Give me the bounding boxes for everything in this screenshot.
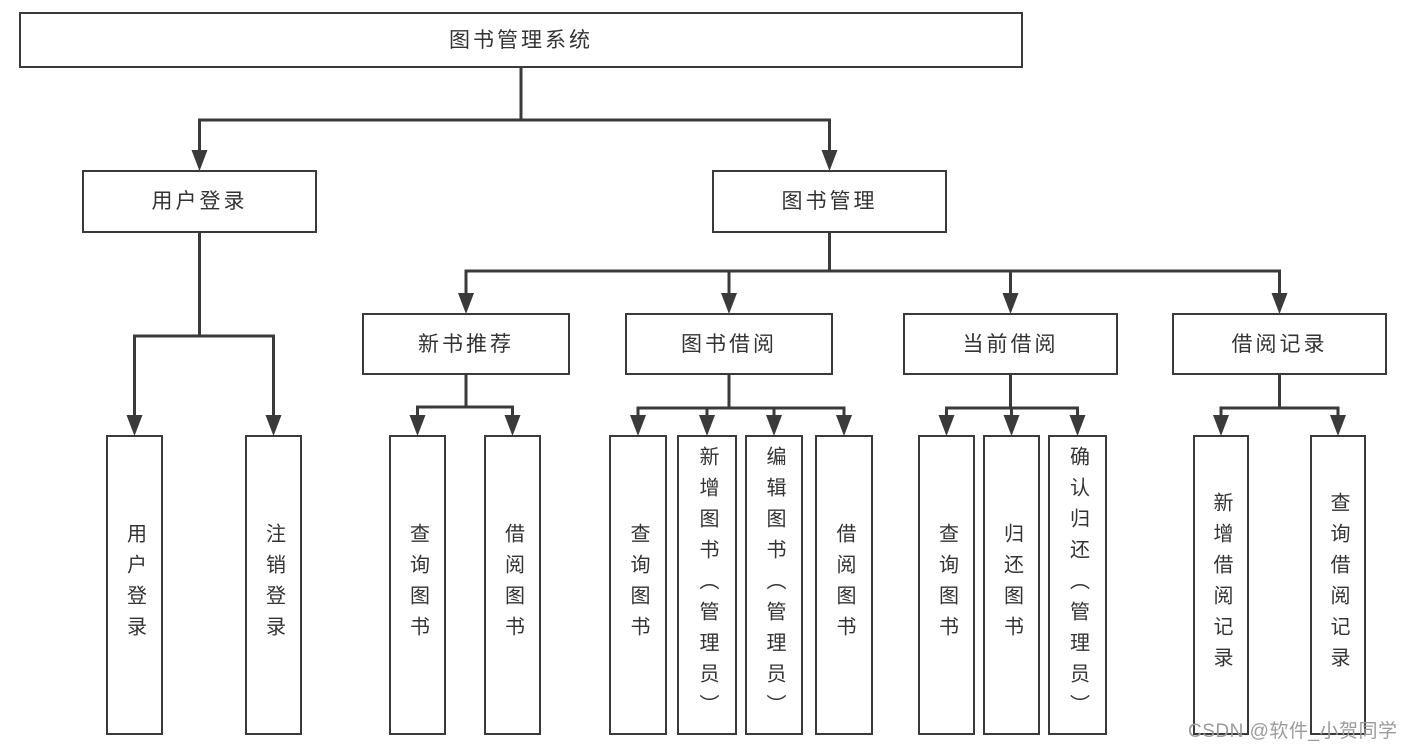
watermark: CSDN @软件_小贺同学 (1188, 721, 1398, 742)
node-user-login: 用户登录 (82, 170, 317, 233)
node-label-bb-edit-books: 编辑图书（管理员） (763, 445, 785, 725)
node-label-cb-query-books: 查询图书 (935, 523, 958, 647)
node-user-login-leaf: 用户登录 (106, 435, 163, 735)
arrowhead-icon (630, 415, 646, 436)
node-cb-confirm-return: 确认归还（管理员） (1048, 435, 1107, 735)
node-book-management: 图书管理 (712, 170, 947, 233)
node-borrowing-records: 借阅记录 (1172, 313, 1387, 375)
node-label-bb-borrow-books: 借阅图书 (833, 523, 855, 647)
node-label-current-borrowing: 当前借阅 (962, 332, 1059, 356)
node-nbr-borrow-books: 借阅图书 (484, 435, 541, 735)
arrowhead-icon (458, 293, 474, 314)
node-current-borrowing: 当前借阅 (903, 313, 1118, 375)
node-cb-return-books: 归还图书 (983, 435, 1040, 735)
arrowhead-icon (409, 415, 426, 436)
node-bb-query-books: 查询图书 (609, 435, 667, 735)
arrowhead-icon (191, 150, 208, 171)
node-bb-edit-books: 编辑图书（管理员） (745, 435, 803, 735)
node-label-cb-return-books: 归还图书 (1000, 523, 1023, 647)
node-bb-add-books: 新增图书（管理员） (677, 435, 737, 735)
arrowhead-icon (126, 415, 143, 436)
node-nbr-query-books: 查询图书 (389, 435, 446, 735)
node-label-system-root: 图书管理系统 (449, 28, 593, 52)
node-label-user-login: 用户登录 (151, 190, 248, 213)
node-br-add-record: 新增借阅记录 (1193, 435, 1249, 735)
arrowhead-icon (265, 415, 282, 436)
node-br-query-record: 查询借阅记录 (1310, 435, 1366, 735)
arrowhead-icon (938, 415, 955, 436)
arrowhead-icon (1330, 415, 1346, 436)
arrowhead-icon (821, 150, 838, 171)
node-label-nbr-query-books: 查询图书 (406, 523, 429, 647)
node-label-bb-query-books: 查询图书 (627, 523, 649, 647)
node-label-book-management: 图书管理 (781, 190, 878, 213)
node-label-bb-add-books: 新增图书（管理员） (696, 445, 718, 725)
node-new-book-recommend: 新书推荐 (362, 313, 570, 375)
node-bb-borrow-books: 借阅图书 (815, 435, 873, 735)
node-logout-leaf: 注销登录 (245, 435, 302, 735)
arrowhead-icon (721, 293, 737, 314)
node-label-br-query-record: 查询借阅记录 (1327, 492, 1349, 678)
arrowhead-icon (1271, 293, 1288, 314)
node-system-root: 图书管理系统 (19, 12, 1023, 68)
arrowhead-icon (504, 415, 521, 436)
node-label-cb-confirm-return: 确认归还（管理员） (1066, 445, 1089, 725)
arrowhead-icon (766, 415, 782, 436)
arrowhead-icon (1003, 415, 1020, 436)
arrowhead-icon (836, 415, 852, 436)
node-label-book-borrowing: 图书借阅 (681, 332, 777, 356)
arrowhead-icon (1002, 293, 1019, 314)
node-book-borrowing: 图书借阅 (625, 313, 833, 375)
node-label-nbr-borrow-books: 借阅图书 (501, 523, 524, 647)
node-label-br-add-record: 新增借阅记录 (1210, 492, 1232, 678)
node-label-user-login-leaf: 用户登录 (123, 523, 146, 647)
node-label-borrowing-records: 借阅记录 (1231, 332, 1328, 356)
arrowhead-icon (699, 415, 715, 436)
arrowhead-icon (1069, 415, 1086, 436)
arrowhead-icon (1213, 415, 1229, 436)
node-label-new-book-recommend: 新书推荐 (418, 332, 514, 356)
node-label-logout-leaf: 注销登录 (262, 523, 285, 647)
node-cb-query-books: 查询图书 (918, 435, 975, 735)
